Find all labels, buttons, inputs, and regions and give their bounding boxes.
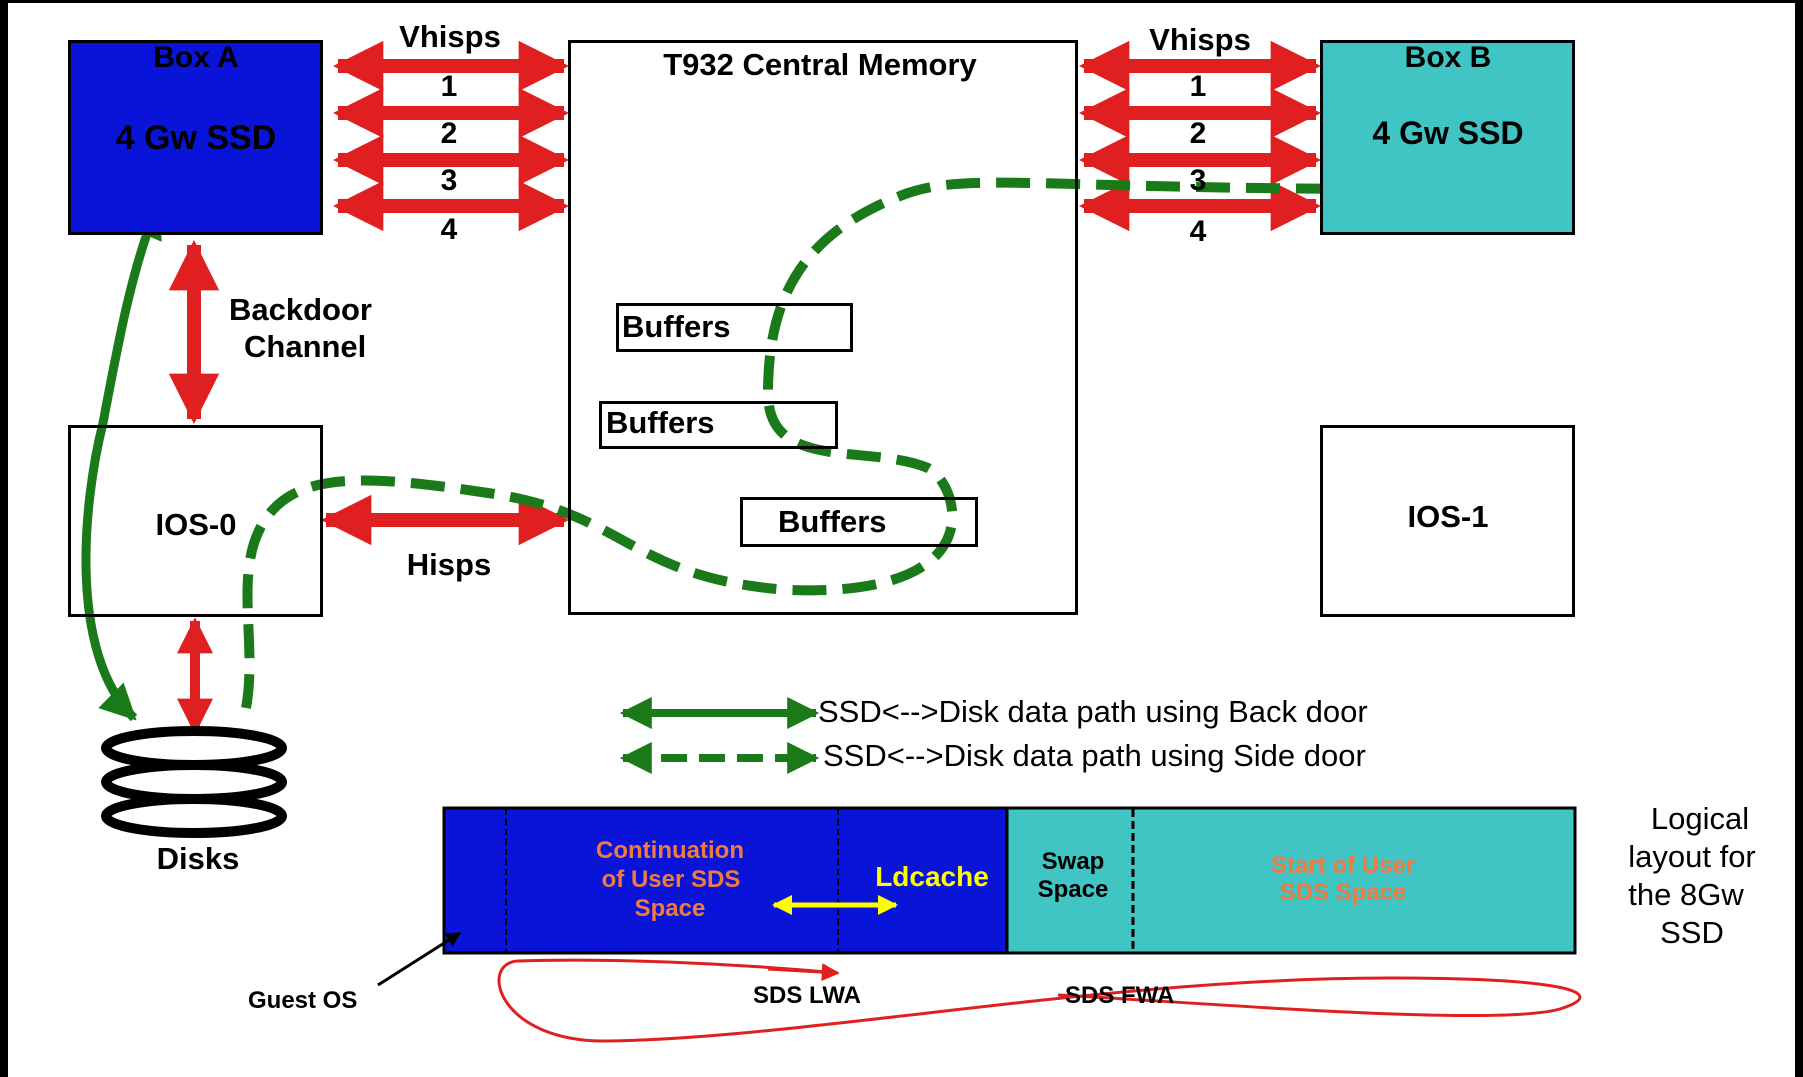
vhisps-left-channel-3: 3: [440, 164, 458, 197]
guest-os-pointer: [377, 931, 462, 987]
buffers-box-1: [616, 303, 853, 352]
vhisps-left-arrows: [332, 40, 570, 232]
ios0-box: [68, 425, 323, 617]
sds-lwa-label: SDS LWA: [753, 982, 862, 1009]
buffers-label-1: Buffers: [622, 309, 731, 344]
buffers-box-2: [599, 401, 838, 449]
continuation-line2: of User SDS: [601, 866, 741, 893]
hisps-label: Hisps: [406, 547, 492, 582]
box-a-title: Box A: [153, 41, 239, 74]
buffers-label-2: Buffers: [606, 405, 715, 440]
backdoor-data-path: [81, 201, 163, 722]
vhisps-right-arrows: [1078, 40, 1322, 232]
logical-layout-line4: SSD: [1660, 915, 1724, 950]
sds-loop-arrowhead: [767, 963, 840, 982]
guest-os-label: Guest OS: [248, 987, 358, 1014]
diagram-canvas: Box A 4 Gw SSD Box B 4 Gw SSD T932 Centr…: [8, 3, 1795, 1077]
logical-layout-line3: the 8Gw: [1628, 877, 1744, 912]
box-a: [68, 40, 323, 235]
sds-loop: [497, 958, 1582, 1043]
ios1-box: [1320, 425, 1575, 617]
box-b-title: Box B: [1404, 41, 1492, 74]
buffers-box-3: [740, 497, 978, 547]
logical-layout-line2: layout for: [1628, 839, 1756, 874]
vhisps-left-channel-2: 2: [440, 117, 458, 150]
vhisps-left-channel-1: 1: [440, 70, 458, 103]
start-user-line1: Start of User: [1270, 852, 1416, 879]
legend-back-door: SSD<-->Disk data path using Back door: [818, 694, 1368, 729]
backdoor-label-line2: Channel: [244, 329, 367, 364]
ldcache-label: Ldcache: [875, 861, 989, 892]
sds-fwa-label: SDS FWA: [1065, 982, 1175, 1009]
disks-label: Disks: [156, 841, 240, 876]
box-a-subtitle: 4 Gw SSD: [115, 119, 277, 157]
layout-bar: [442, 806, 1577, 955]
ios0-label: IOS-0: [155, 507, 237, 542]
box-b-subtitle: 4 Gw SSD: [1372, 115, 1524, 151]
continuation-line1: Continuation: [596, 837, 744, 864]
buffers-label-3: Buffers: [778, 504, 887, 539]
central-memory-box: [568, 40, 1078, 615]
continuation-line3: Space: [634, 895, 706, 922]
vhisps-right-channel-1: 1: [1189, 70, 1207, 103]
legend-side-door: SSD<-->Disk data path using Side door: [823, 738, 1366, 773]
swap-line2: Space: [1037, 876, 1109, 903]
logical-layout-line1: Logical: [1650, 801, 1750, 836]
backdoor-label-line1: Backdoor: [229, 292, 372, 327]
vhisps-right-channel-4: 4: [1189, 215, 1207, 248]
vhisps-left-label: Vhisps: [399, 19, 501, 54]
swap-line1: Swap: [1041, 848, 1105, 875]
central-memory-title: T932 Central Memory: [663, 47, 977, 82]
vhisps-left-channel-4: 4: [440, 213, 458, 246]
sidedoor-data-path: [241, 168, 1382, 709]
ios1-label: IOS-1: [1407, 499, 1489, 534]
diagram-graphics: [81, 40, 1582, 1043]
disks-icon: [101, 726, 287, 838]
vhisps-right-channel-3: 3: [1189, 164, 1207, 197]
start-user-line2: SDS Space: [1279, 879, 1407, 906]
vhisps-right-label: Vhisps: [1149, 22, 1251, 57]
box-b: [1320, 40, 1575, 235]
vhisps-right-channel-2: 2: [1189, 117, 1207, 150]
